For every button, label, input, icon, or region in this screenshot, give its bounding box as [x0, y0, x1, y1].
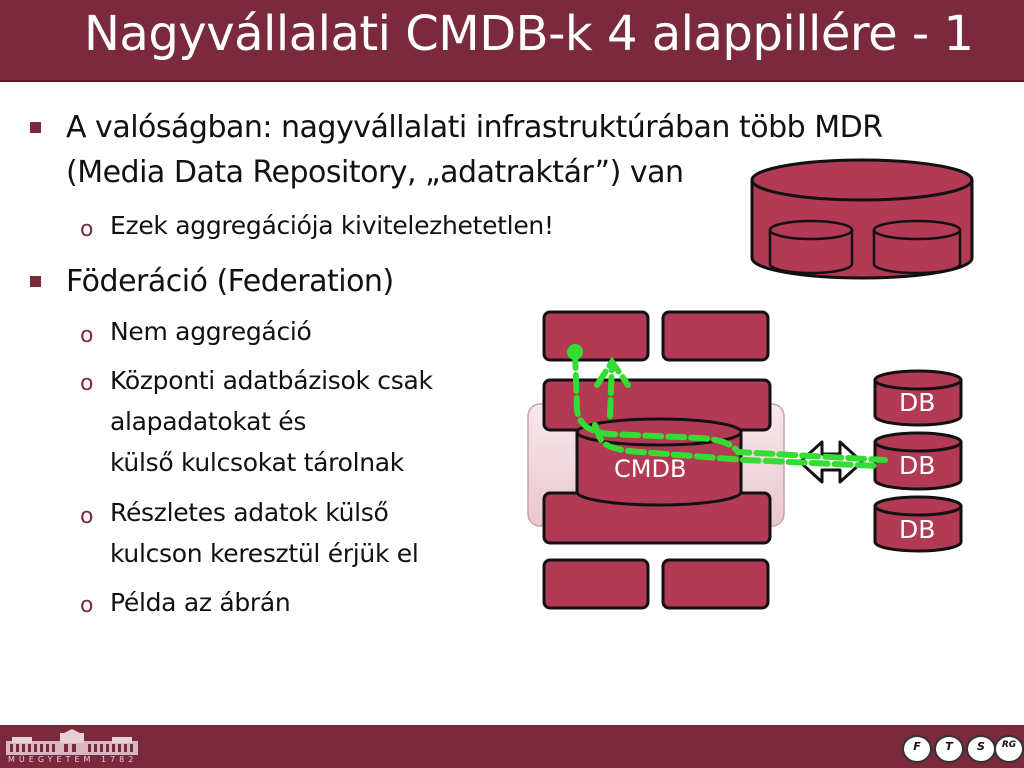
- sub-bullet-marker: o: [80, 217, 94, 242]
- sub-bullet-marker: o: [80, 504, 94, 529]
- path-start-dot: [567, 344, 583, 360]
- title-bar: Nagyvállalati CMDB-k 4 alappillére - 1: [0, 0, 1024, 82]
- bullet-2: Föderáció (Federation): [66, 264, 394, 299]
- bullet-2-sub-2-line-3: külső kulcsokat tárolnak: [110, 448, 404, 477]
- sub-bullet-marker: o: [80, 593, 94, 618]
- bullet-1-line-2: (Media Data Repository, „adatraktár”) va…: [66, 155, 684, 190]
- bullet-2-sub-3-line-2: kulcson keresztül érjük el: [110, 539, 419, 568]
- double-arrow-icon: [798, 440, 864, 484]
- bullet-marker: [30, 276, 41, 287]
- bullet-marker: [30, 122, 41, 133]
- mdr-cylinder: [750, 158, 974, 280]
- cmdb-label: CMDB: [614, 455, 687, 483]
- bullet-1-line-1: A valóságban: nagyvállalati infrastruktú…: [66, 110, 883, 145]
- bullet-2-sub-3-line-1: Részletes adatok külső: [110, 498, 389, 527]
- bullet-2-sub-4: Példa az ábrán: [110, 588, 291, 617]
- s-logo-icon: S: [966, 735, 996, 763]
- db-label: DB: [899, 515, 936, 544]
- green-lookup-path: [572, 349, 888, 469]
- footer-bar: MŰEGYETEM 1782 F T S RG: [0, 725, 1024, 768]
- t-logo-icon: T: [934, 735, 964, 763]
- rg-logo-icon: RG: [994, 735, 1024, 763]
- db-label: DB: [899, 388, 936, 417]
- slide-title: Nagyvállalati CMDB-k 4 alappillére - 1: [84, 6, 974, 62]
- bullet-2-sub-2-line-1: Központi adatbázisok csak: [110, 366, 433, 395]
- db-cylinders: [873, 369, 963, 553]
- university-building-logo: [6, 729, 138, 755]
- sub-bullet-marker: o: [80, 371, 94, 396]
- bullet-2-sub-1: Nem aggregáció: [110, 317, 312, 346]
- f-logo-icon: F: [902, 735, 932, 763]
- university-caption: MŰEGYETEM 1782: [8, 755, 138, 764]
- db-label: DB: [899, 451, 936, 480]
- bullet-2-sub-2-line-2: alapadatokat és: [110, 407, 307, 436]
- bullet-1-sub-1: Ezek aggregációja kivitelezhetetlen!: [110, 211, 554, 240]
- sub-bullet-marker: o: [80, 323, 94, 348]
